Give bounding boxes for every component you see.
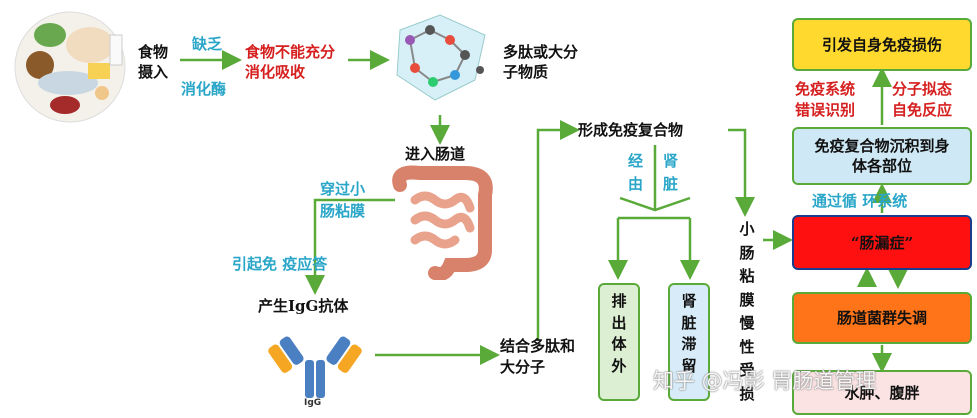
small-intestine-damage-text: 小肠粘膜慢性受损 bbox=[739, 220, 755, 403]
food-plate-image bbox=[10, 5, 128, 123]
polypeptide-text: 多肽或大分子物质 bbox=[503, 43, 579, 81]
excrete-box: 排出体外 bbox=[598, 283, 640, 401]
bind-molecules-text: 结合多肽和大分子 bbox=[500, 337, 576, 376]
intestine-image bbox=[385, 165, 500, 281]
kidney-retain-box: 肾脏滞留 bbox=[668, 283, 710, 401]
igg-produce-text: 产生IgG抗体 bbox=[258, 297, 349, 315]
through-mucosa-text: 穿过小肠粘膜 bbox=[320, 180, 366, 220]
immune-response-text: 引起免 疫应答 bbox=[232, 255, 328, 273]
igg-antibody-image bbox=[265, 322, 365, 414]
dysbiosis-box: 肠道菌群失调 bbox=[792, 292, 972, 344]
food-undigested-text: 食物不能充分消化吸收 bbox=[245, 43, 336, 81]
lack-label: 缺乏 bbox=[192, 35, 223, 53]
autoimmune-box: 引发自身免疫损伤 bbox=[792, 18, 972, 71]
misrecognition-right-text: 分子拟态自免反应 bbox=[892, 80, 953, 119]
igg-label: IgG bbox=[304, 398, 322, 408]
watermark-text: 知乎 @冯影 胃肠道管理 bbox=[653, 369, 877, 393]
via-kidney-left: 经由 bbox=[628, 152, 644, 193]
excrete-text: 排出体外 bbox=[611, 292, 627, 375]
circulation-text: 通过循 环系统 bbox=[812, 192, 908, 210]
enter-gut-text: 进入肠道 bbox=[405, 145, 466, 163]
enzyme-label: 消化酶 bbox=[181, 80, 227, 98]
via-kidney-right: 肾脏 bbox=[663, 152, 679, 193]
deposit-box: 免疫复合物沉积到身体各部位 bbox=[792, 127, 972, 185]
food-intake-text: 食物摄入 bbox=[138, 43, 169, 81]
polypeptide-molecule-image bbox=[385, 10, 495, 110]
misrecognition-left-text: 免疫系统错误识别 bbox=[795, 80, 856, 119]
edema-box: 水肿、腹胖 bbox=[792, 370, 972, 415]
form-complex-text: 形成免疫复合物 bbox=[578, 121, 684, 139]
kidney-retain-text: 肾脏滞留 bbox=[681, 292, 697, 375]
leaky-gut-box: “肠漏症” bbox=[792, 215, 972, 270]
